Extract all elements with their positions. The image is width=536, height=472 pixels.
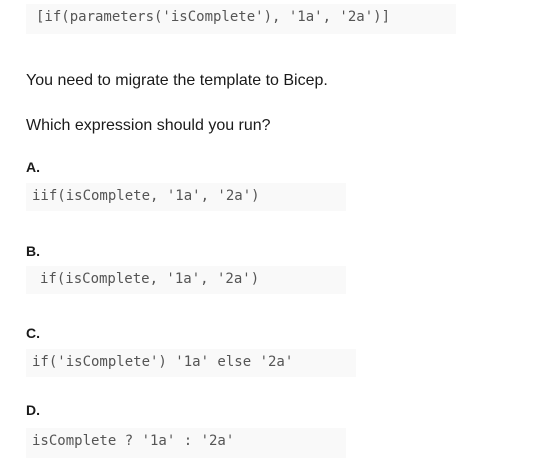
option-b-code[interactable]: if(isComplete, '1a', '2a'): [26, 266, 346, 294]
option-c-code[interactable]: if('isComplete') '1a' else '2a': [26, 349, 356, 377]
instruction-text: You need to migrate the template to Bice…: [26, 72, 328, 89]
option-c-letter: C.: [26, 325, 40, 341]
option-a-letter: A.: [26, 159, 40, 175]
option-b-letter: B.: [26, 243, 40, 259]
option-d-code[interactable]: isComplete ? '1a' : '2a': [26, 428, 346, 458]
option-a-code[interactable]: iif(isComplete, '1a', '2a'): [26, 183, 346, 211]
question-prompt: Which expression should you run?: [26, 117, 271, 134]
option-d-letter: D.: [26, 402, 40, 418]
arm-expression-code: [if(parameters('isComplete'), '1a', '2a'…: [26, 4, 456, 34]
